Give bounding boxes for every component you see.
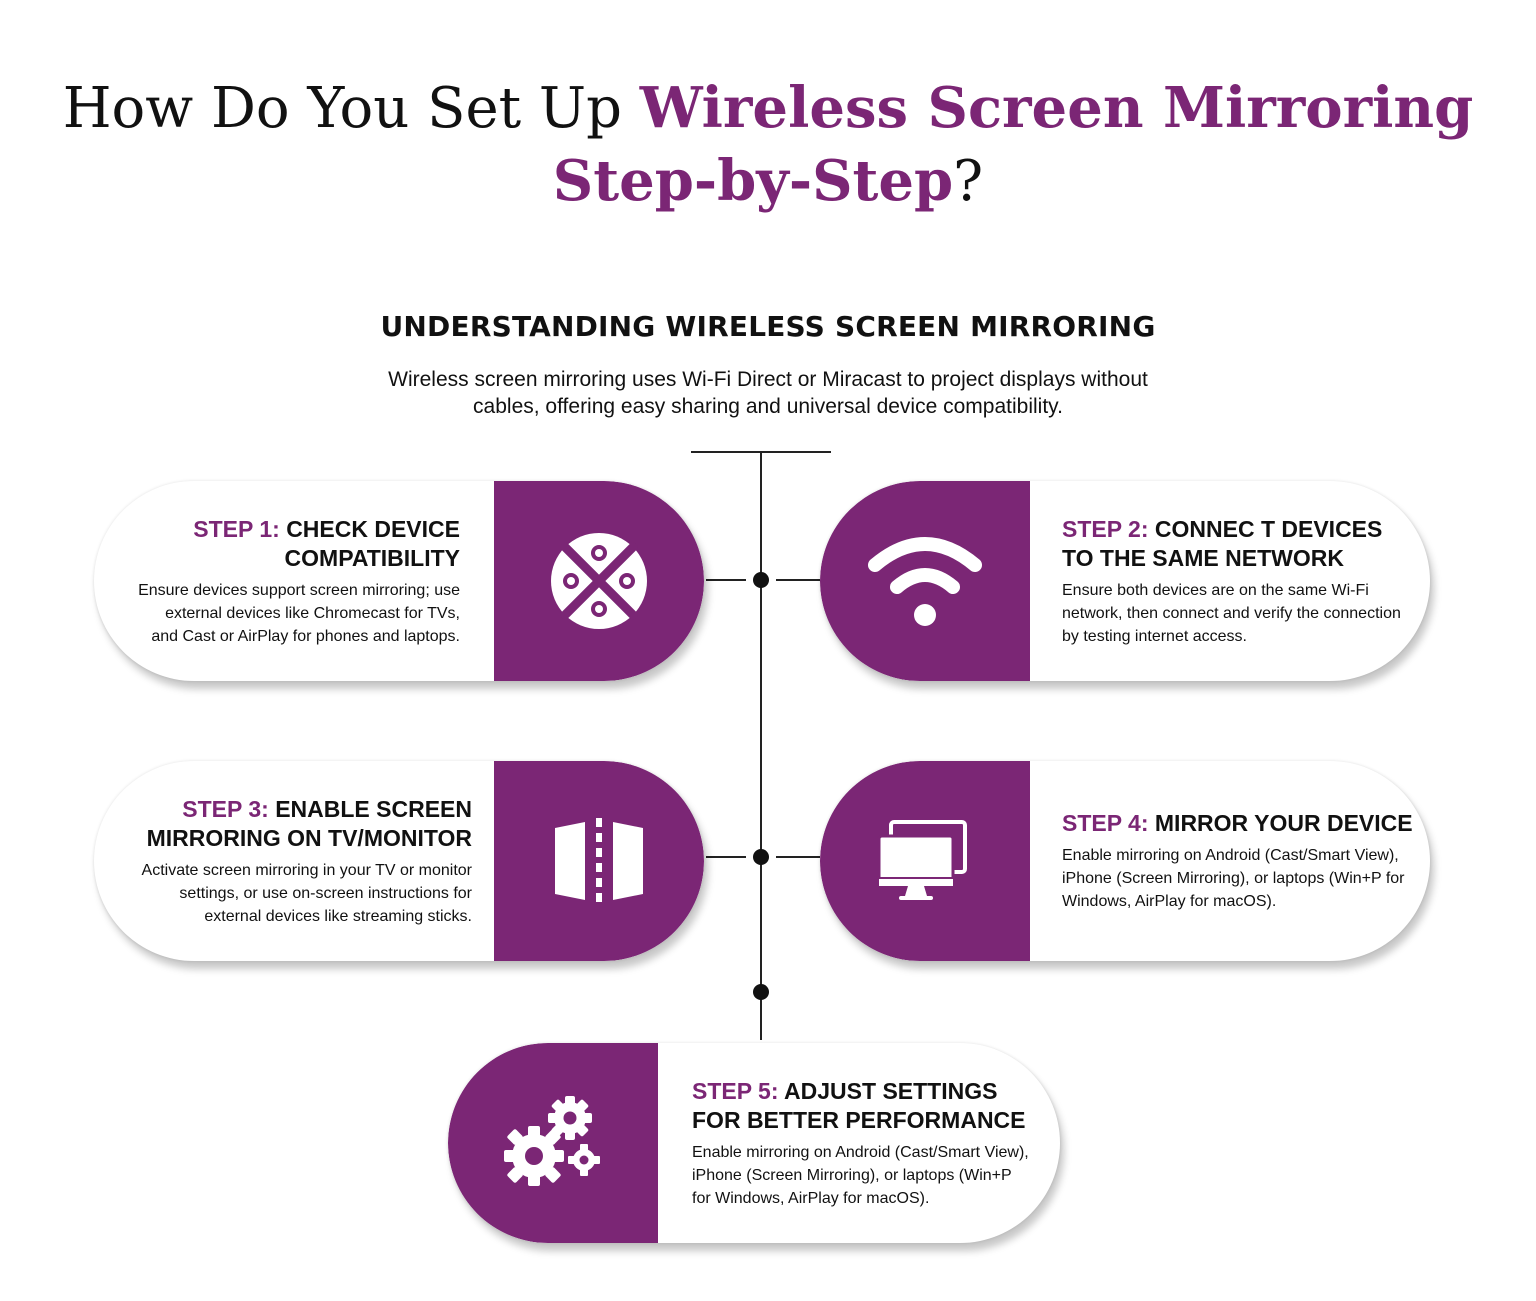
step-card-4: STEP 4: MIRROR YOUR DEVICE Enable mirror… — [820, 761, 1430, 961]
step-3-label: STEP 3: — [182, 795, 269, 822]
wifi-icon — [868, 537, 982, 626]
step-4-text: STEP 4: MIRROR YOUR DEVICE Enable mirror… — [1062, 761, 1414, 961]
step-3-description: Activate screen mirroring in your TV or … — [141, 861, 472, 925]
title-suffix: ? — [953, 149, 984, 214]
section-description: Wireless screen mirroring uses Wi-Fi Dir… — [388, 368, 1148, 418]
connector-step-2 — [776, 579, 820, 581]
step-3-heading: ENABLE SCREEN MIRRORING ON TV/MONITOR — [146, 795, 472, 851]
step-1-text: STEP 1: CHECK DEVICE COMPATIBILITY Ensur… — [134, 481, 460, 681]
step-1-description: Ensure devices support screen mirroring;… — [138, 581, 460, 645]
step-5-icon-panel — [448, 1043, 658, 1243]
step-2-text: STEP 2: CONNEC T DEVICES TO THE SAME NET… — [1062, 481, 1412, 681]
step-2-title: STEP 2: CONNEC T DEVICES TO THE SAME NET… — [1062, 515, 1412, 573]
gears-icon — [504, 1096, 600, 1186]
step-4-description: Enable mirroring on Android (Cast/Smart … — [1062, 847, 1405, 910]
mirror-icon — [555, 818, 643, 904]
step-1-icon-panel — [494, 481, 704, 681]
step-2-label: STEP 2: — [1062, 515, 1149, 542]
step-1-heading: CHECK DEVICE COMPATIBILITY — [284, 515, 460, 571]
connector-vertical-line — [760, 452, 762, 1040]
node-dot-row-1 — [753, 572, 769, 588]
step-1-label: STEP 1: — [193, 515, 280, 542]
step-3-icon-panel — [494, 761, 704, 961]
step-4-heading: MIRROR YOUR DEVICE — [1154, 810, 1413, 836]
step-1-title: STEP 1: CHECK DEVICE COMPATIBILITY — [134, 515, 460, 573]
step-5-description: Enable mirroring on Android (Cast/Smart … — [692, 1143, 1029, 1207]
step-card-3: STEP 3: ENABLE SCREEN MIRRORING ON TV/MO… — [94, 761, 704, 961]
section-heading: UNDERSTANDING WIRELESS SCREEN MIRRORING — [380, 310, 1156, 343]
step-card-2: STEP 2: CONNEC T DEVICES TO THE SAME NET… — [820, 481, 1430, 681]
dual-monitor-icon — [877, 820, 967, 900]
step-card-1: STEP 1: CHECK DEVICE COMPATIBILITY Ensur… — [94, 481, 704, 681]
step-3-text: STEP 3: ENABLE SCREEN MIRRORING ON TV/MO… — [124, 761, 472, 961]
step-5-label: STEP 5: — [692, 1077, 779, 1104]
title-prefix: How Do You Set Up — [62, 76, 640, 141]
step-2-heading: CONNEC T DEVICES TO THE SAME NETWORK — [1062, 515, 1383, 571]
step-4-title: STEP 4: MIRROR YOUR DEVICE — [1062, 809, 1414, 838]
step-2-description: Ensure both devices are on the same Wi-F… — [1062, 581, 1401, 645]
connector-step-1 — [706, 579, 746, 581]
connector-step-3 — [706, 856, 746, 858]
step-2-icon-panel — [820, 481, 1030, 681]
node-dot-row-2 — [753, 849, 769, 865]
connector-step-4 — [776, 856, 820, 858]
step-5-text: STEP 5: ADJUST SETTINGS FOR BETTER PERFO… — [692, 1043, 1032, 1243]
step-4-icon-panel — [820, 761, 1030, 961]
step-4-label: STEP 4: — [1062, 810, 1149, 836]
step-5-title: STEP 5: ADJUST SETTINGS FOR BETTER PERFO… — [692, 1077, 1032, 1135]
step-5-heading: ADJUST SETTINGS FOR BETTER PERFORMANCE — [692, 1077, 1026, 1133]
node-dot-row-3 — [753, 984, 769, 1000]
step-card-5: STEP 5: ADJUST SETTINGS FOR BETTER PERFO… — [448, 1043, 1060, 1243]
puzzle-icon — [551, 533, 647, 629]
title-accent: Wireless Screen Mirroring Step-by-Step — [552, 75, 1474, 214]
step-3-title: STEP 3: ENABLE SCREEN MIRRORING ON TV/MO… — [124, 795, 472, 853]
page-title: How Do You Set Up Wireless Screen Mirror… — [0, 72, 1536, 218]
